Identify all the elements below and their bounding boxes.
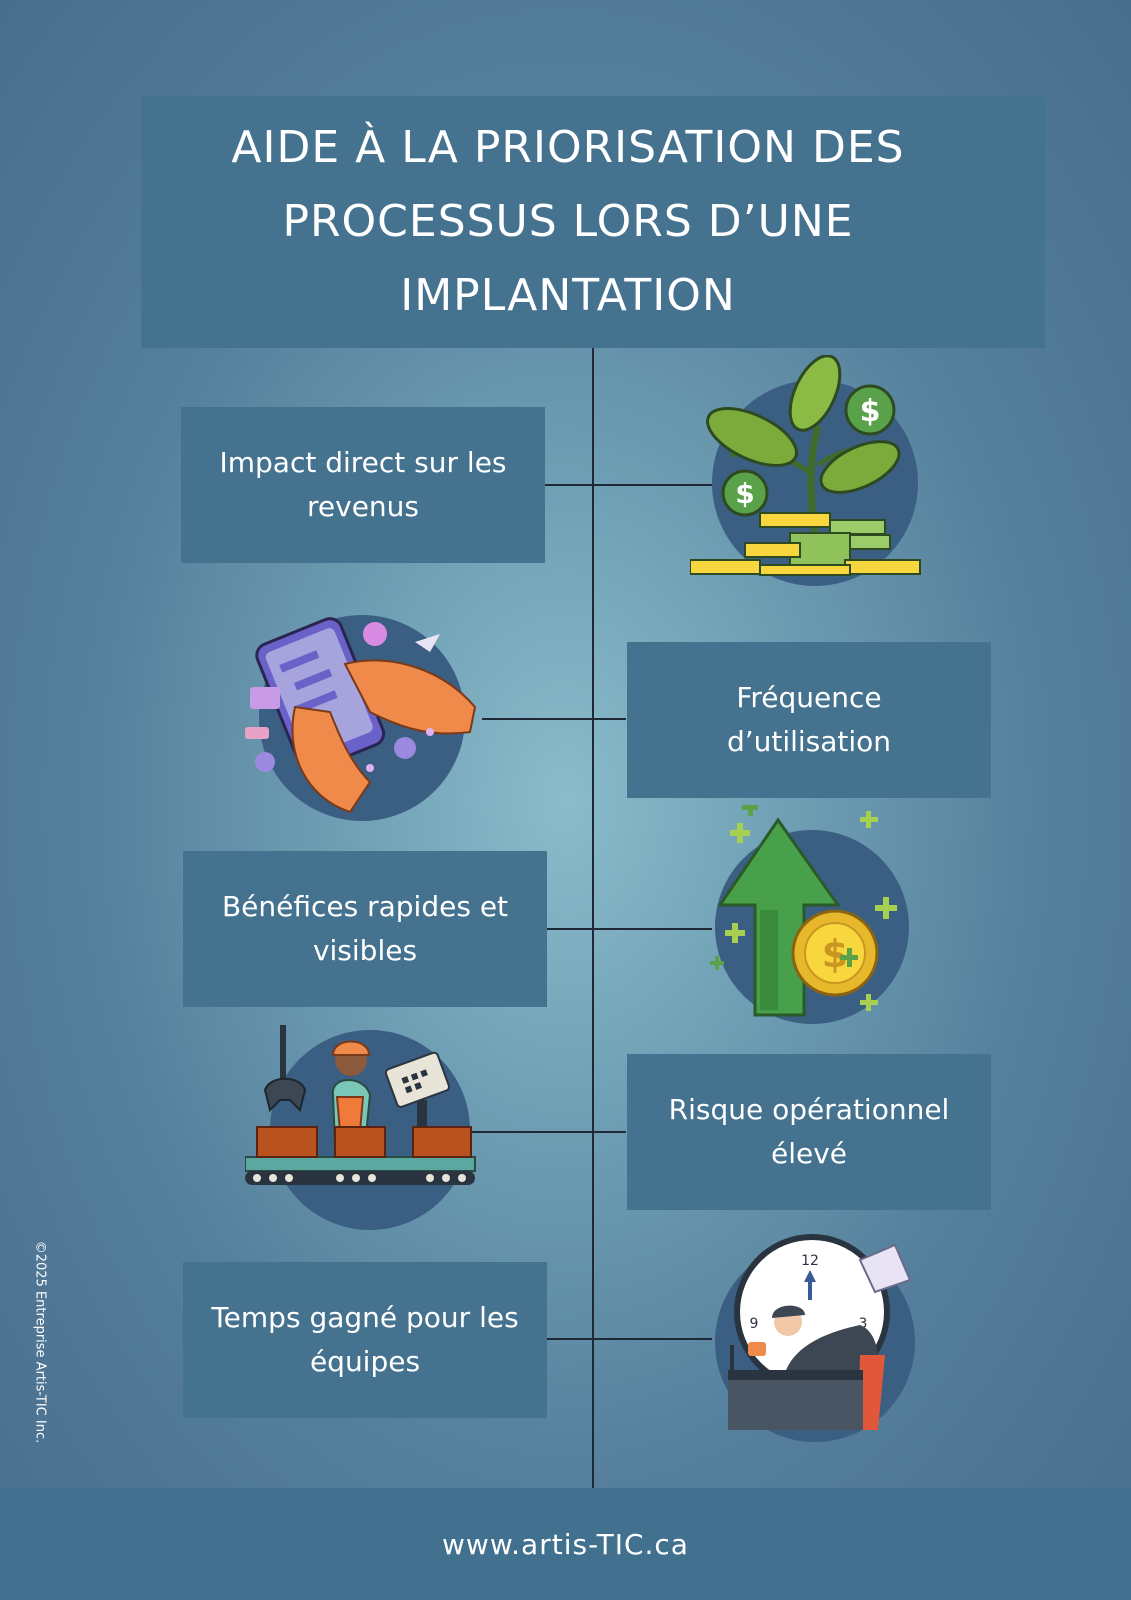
svg-text:$: $ <box>735 477 754 510</box>
timeline-spine <box>592 348 594 1488</box>
money-plant-icon: $ $ <box>690 355 921 586</box>
criterion-box-time-saved: Temps gagné pour les équipes <box>183 1262 547 1418</box>
connector-line-3 <box>546 928 712 930</box>
footer-bar: www.artis-TIC.ca <box>0 1488 1131 1600</box>
criterion-label: Bénéfices rapides et visibles <box>221 890 509 967</box>
copyright-text: ©2025 Entreprise Artis-TIC Inc. <box>32 1240 48 1444</box>
criterion-box-revenue: Impact direct sur les revenus <box>181 407 545 563</box>
criterion-label: Temps gagné pour les équipes <box>211 1301 519 1378</box>
clock-number-12: 12 <box>801 1253 819 1269</box>
phone-in-hands-icon <box>245 615 477 821</box>
connector-line-5 <box>546 1338 712 1340</box>
clock-number-3: 3 <box>859 1316 868 1332</box>
website-link[interactable]: www.artis-TIC.ca <box>442 1527 689 1561</box>
growth-arrow-coin-icon: $ <box>710 805 909 1024</box>
svg-text:$: $ <box>822 932 848 976</box>
criterion-label: Risque opérationnel élevé <box>668 1093 950 1170</box>
page-title: AIDE À LA PRIORISATION DES PROCESSUS LOR… <box>231 122 905 321</box>
clock-number-9: 9 <box>750 1316 759 1332</box>
connector-line-4 <box>466 1131 626 1133</box>
busy-office-worker-clock-icon: 12 9 3 <box>715 1234 915 1442</box>
connector-line-2 <box>482 718 626 720</box>
criterion-box-risk: Risque opérationnel élevé <box>627 1054 991 1210</box>
criterion-label: Fréquence d’utilisation <box>726 681 892 758</box>
factory-worker-icon <box>245 1025 476 1230</box>
criterion-box-quick-wins: Bénéfices rapides et visibles <box>183 851 547 1007</box>
connector-line-1 <box>544 484 712 486</box>
criterion-box-frequency: Fréquence d’utilisation <box>627 642 991 798</box>
svg-text:$: $ <box>860 394 881 429</box>
criterion-label: Impact direct sur les revenus <box>219 446 507 523</box>
title-banner: AIDE À LA PRIORISATION DES PROCESSUS LOR… <box>141 96 1045 348</box>
